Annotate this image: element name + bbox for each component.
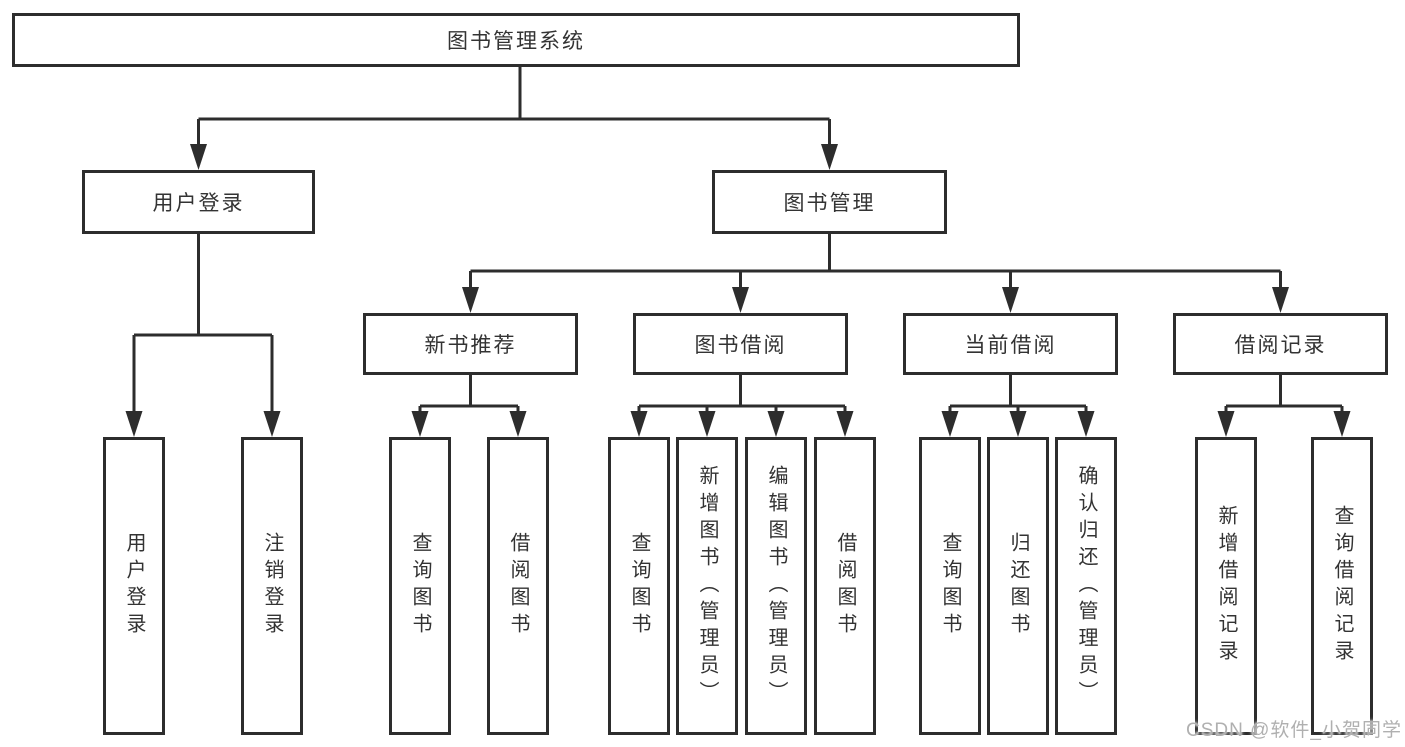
leaf-borrow-edit-books-admin: 编辑图书（管理员） [745,437,807,735]
watermark-text: CSDN @软件_小贺同学 [1186,720,1402,741]
leaf-logout: 注销登录 [241,437,303,735]
leaf-user-login: 用户登录 [103,437,165,735]
node-user-login: 用户登录 [82,170,315,234]
leaf-newbooks-query-books: 查询图书 [389,437,451,735]
leaf-records-query-record: 查询借阅记录 [1311,437,1373,735]
node-book-borrow: 图书借阅 [633,313,848,375]
node-current-borrow: 当前借阅 [903,313,1118,375]
node-book-management: 图书管理 [712,170,947,234]
leaf-borrow-borrow-books: 借阅图书 [814,437,876,735]
leaf-records-add-record: 新增借阅记录 [1195,437,1257,735]
node-root: 图书管理系统 [12,13,1020,67]
leaf-current-query-books: 查询图书 [919,437,981,735]
leaf-borrow-add-books-admin: 新增图书（管理员） [676,437,738,735]
leaf-current-confirm-return-admin: 确认归还（管理员） [1055,437,1117,735]
node-borrow-records: 借阅记录 [1173,313,1388,375]
node-new-book-recommend: 新书推荐 [363,313,578,375]
leaf-borrow-query-books: 查询图书 [608,437,670,735]
arrowheads [125,144,1351,437]
leaf-newbooks-borrow-books: 借阅图书 [487,437,549,735]
leaf-current-return-books: 归还图书 [987,437,1049,735]
